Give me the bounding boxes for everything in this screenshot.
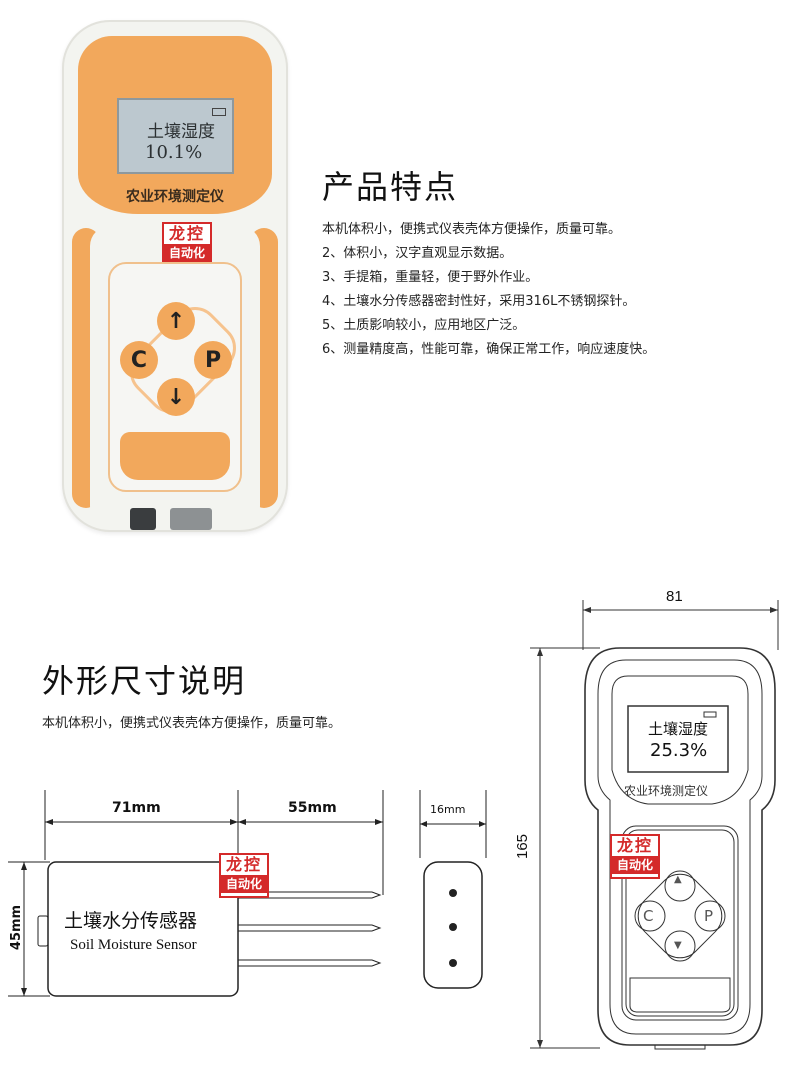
key-c-label: C bbox=[130, 347, 148, 373]
battery-icon bbox=[212, 108, 226, 116]
brand-logo: 龙控 自动化 bbox=[610, 834, 660, 879]
meter-up-icon: ▲ bbox=[674, 874, 682, 885]
logo-line-1: 龙控 bbox=[168, 224, 205, 243]
meter-key-c-label: C bbox=[643, 907, 654, 925]
logo-line-2: 自动化 bbox=[164, 244, 210, 262]
arrow-down-icon: ↓ bbox=[166, 384, 186, 410]
key-p-label: P bbox=[204, 347, 222, 373]
sensor-thickness: 16mm bbox=[430, 803, 466, 816]
screen-line-1: 土壤湿度 bbox=[147, 122, 215, 142]
feature-line: 2、体积小，汉字直观显示数据。 bbox=[322, 246, 513, 261]
brand-logo: 龙控 自动化 bbox=[162, 222, 212, 267]
brand-logo: 龙控 自动化 bbox=[219, 853, 269, 898]
sensor-label-cn: 土壤水分传感器 bbox=[64, 910, 198, 932]
feature-line: 3、手提箱，重量轻，便于野外作业。 bbox=[322, 270, 539, 285]
key-p-button[interactable]: P bbox=[194, 341, 232, 379]
screen-line-2: 10.1% bbox=[145, 142, 203, 163]
meter-height: 165 bbox=[514, 833, 532, 860]
feature-line: 5、土质影响较小，应用地区广泛。 bbox=[322, 318, 526, 333]
device-port bbox=[130, 508, 156, 530]
features-title: 产品特点 bbox=[322, 168, 459, 206]
sensor-label-en: Soil Moisture Sensor bbox=[70, 937, 197, 953]
device-title: 农业环境测定仪 bbox=[126, 189, 224, 205]
sensor-width-body: 71mm bbox=[112, 800, 161, 816]
sensor-width-probe: 55mm bbox=[288, 800, 337, 816]
feature-line: 6、测量精度高，性能可靠，确保正常工作，响应速度快。 bbox=[322, 342, 656, 357]
dimensions-title: 外形尺寸说明 bbox=[42, 662, 247, 700]
keypad-bottom-strip bbox=[120, 432, 230, 480]
meter-screen-line-1: 土壤湿度 bbox=[648, 720, 709, 738]
logo-line-2: 自动化 bbox=[612, 856, 658, 874]
key-c-button[interactable]: C bbox=[120, 341, 158, 379]
arrow-up-icon: ↑ bbox=[166, 308, 186, 334]
meter-down-icon: ▼ bbox=[674, 940, 682, 951]
meter-title: 农业环境测定仪 bbox=[624, 784, 709, 798]
device-screen: 土壤湿度 10.1% bbox=[117, 98, 234, 174]
key-down-button[interactable]: ↓ bbox=[157, 378, 195, 416]
logo-line-1: 龙控 bbox=[616, 836, 653, 855]
logo-line-1: 龙控 bbox=[225, 855, 262, 874]
feature-line: 本机体积小，便携式仪表壳体方便操作，质量可靠。 bbox=[322, 222, 622, 237]
feature-line: 4、土壤水分传感器密封性好，采用316L不锈钢探针。 bbox=[322, 294, 636, 309]
meter-width: 81 bbox=[666, 588, 683, 605]
sensor-connector bbox=[170, 508, 212, 530]
meter-key-p-label: P bbox=[704, 907, 714, 925]
key-up-button[interactable]: ↑ bbox=[157, 302, 195, 340]
logo-line-2: 自动化 bbox=[221, 875, 267, 893]
dimensions-description: 本机体积小，便携式仪表壳体方便操作，质量可靠。 bbox=[42, 716, 342, 731]
meter-screen-line-2: 25.3% bbox=[650, 740, 708, 761]
